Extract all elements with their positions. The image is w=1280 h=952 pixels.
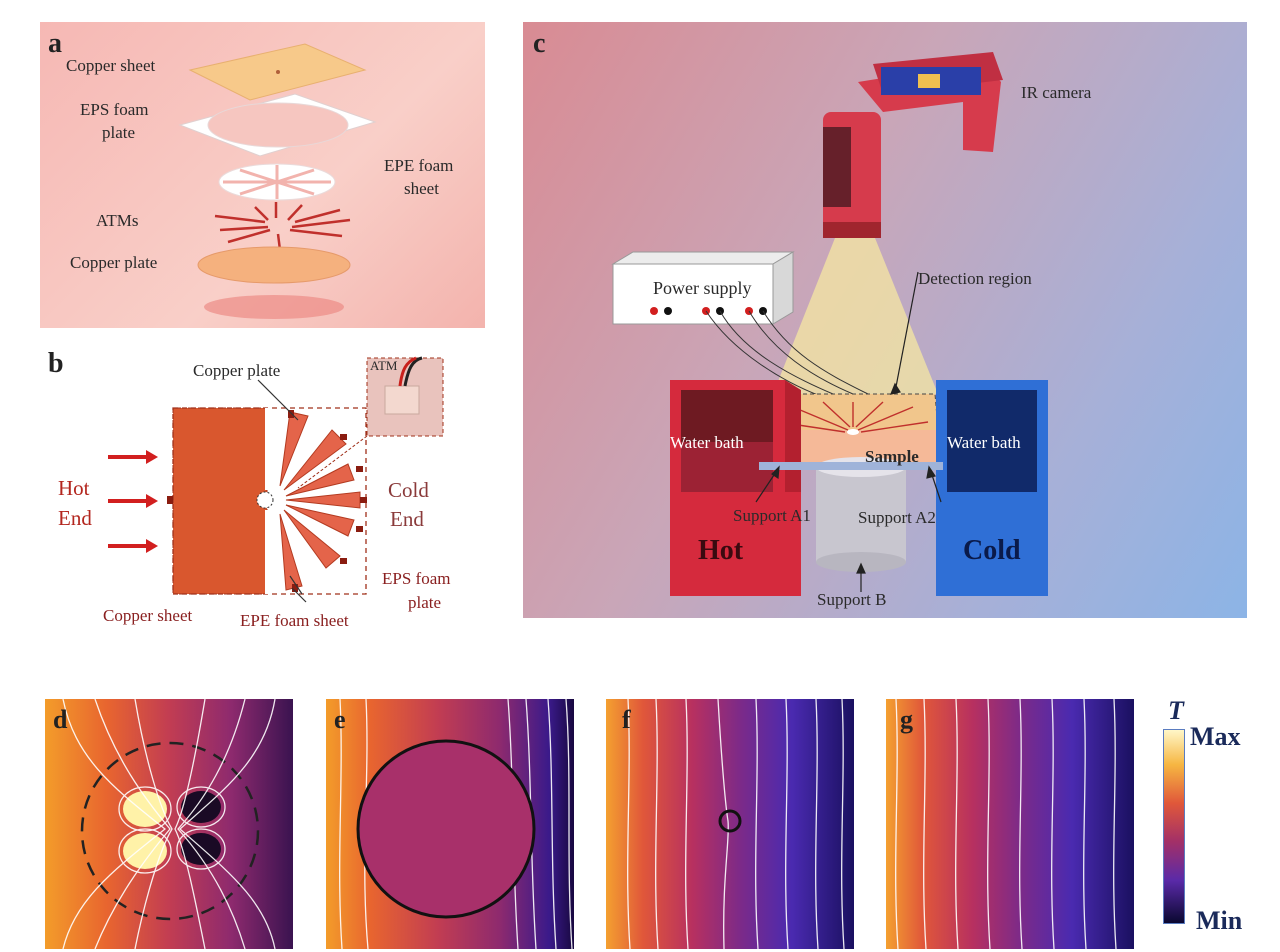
label-cold-end-1: Cold: [388, 478, 429, 502]
panel-c-setup-illustration: [611, 52, 1048, 596]
colorbar: [1163, 729, 1185, 924]
panel-a: a Copper sheet EPS foam plate EPE foam s…: [40, 22, 485, 328]
label-power-supply: Power supply: [653, 278, 752, 298]
hot-end-arrows: [108, 450, 158, 553]
hot-water-bath: [670, 380, 801, 596]
label-copper-sheet: Copper sheet: [66, 56, 156, 75]
label-eps-foam-plate-1: EPS foam: [80, 100, 149, 119]
label-epe-foam-sheet-b: EPE foam sheet: [240, 611, 349, 630]
detection-beam: [773, 238, 938, 394]
label-hot-end-2: End: [58, 506, 92, 530]
colorbar-min: Min: [1196, 906, 1243, 935]
label-atms: ATMs: [96, 211, 139, 230]
copper-sheet-rect: [172, 407, 268, 595]
heatmap-e: e: [326, 699, 574, 949]
label-detection-region: Detection region: [918, 269, 1032, 288]
heatmap-f: f: [606, 699, 854, 949]
heatmap-d-label: d: [53, 705, 68, 734]
panel-c: c IR camera Power supply Detection regio…: [523, 22, 1247, 618]
heatmap-d: d: [45, 699, 293, 949]
heatmap-e-label: e: [334, 705, 346, 734]
label-cold: Cold: [963, 535, 1021, 566]
heatmap-f-label: f: [622, 705, 631, 734]
support-b: [816, 457, 906, 572]
copper-plate-layer: [197, 246, 351, 284]
heatmap-g-label: g: [900, 705, 913, 734]
label-atm-inset: ATM: [370, 358, 398, 373]
label-support-b: Support B: [817, 590, 887, 609]
label-support-a2: Support A2: [858, 508, 936, 527]
label-hot-end-1: Hot: [58, 476, 90, 500]
panel-a-exploded-view: [178, 43, 377, 319]
label-eps-foam-plate-b-1: EPS foam: [382, 569, 451, 588]
epe-foam-wedges: [279, 411, 361, 591]
label-epe-foam-sheet-2: sheet: [404, 179, 439, 198]
colorbar-max: Max: [1190, 722, 1241, 751]
label-water-bath-right: Water bath: [947, 433, 1021, 452]
label-support-a1: Support A1: [733, 506, 811, 525]
label-cold-end-2: End: [390, 507, 424, 531]
panel-b-label: b: [48, 348, 64, 379]
epe-foam-sheet-layer: [218, 163, 336, 201]
ir-camera: [823, 52, 1003, 238]
label-eps-foam-plate-2: plate: [102, 123, 136, 142]
colorbar-symbol: T: [1168, 696, 1184, 725]
label-copper-plate: Copper plate: [70, 253, 158, 272]
label-copper-plate-b: Copper plate: [193, 361, 281, 380]
cold-water-bath: [936, 380, 1048, 596]
power-supply-box: [611, 251, 795, 325]
label-epe-foam-sheet-1: EPE foam: [384, 156, 454, 175]
panel-c-label: c: [533, 28, 546, 59]
panel-b-schematic: [108, 356, 444, 603]
panel-b: b Copper plate ATM Hot End Cold End Copp…: [40, 340, 520, 640]
label-hot: Hot: [698, 535, 744, 566]
heatmap-g: g: [886, 699, 1134, 949]
panel-a-label: a: [48, 28, 62, 59]
label-sample: Sample: [865, 447, 919, 466]
label-water-bath-left: Water bath: [670, 433, 744, 452]
label-copper-sheet-b: Copper sheet: [103, 606, 193, 625]
label-eps-foam-plate-b-2: plate: [408, 593, 442, 612]
label-ir-camera: IR camera: [1021, 83, 1092, 102]
atms-layer: [214, 202, 351, 251]
